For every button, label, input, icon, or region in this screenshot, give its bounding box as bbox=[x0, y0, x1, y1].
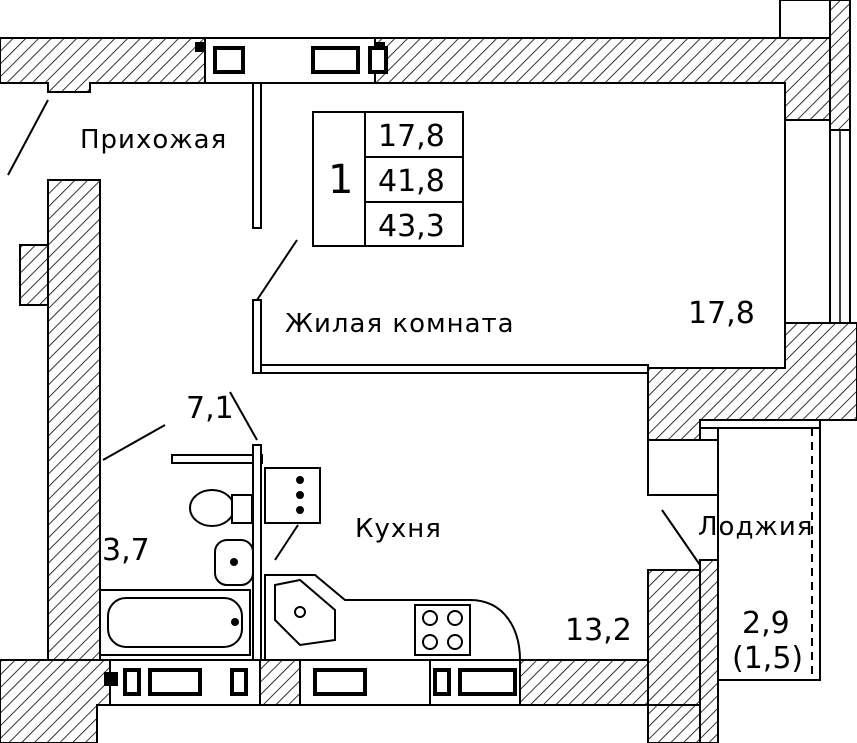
door-loggia bbox=[661, 509, 701, 566]
left-wall bbox=[47, 179, 101, 661]
hall-label: Прихожая bbox=[80, 125, 227, 155]
loggia-area: 2,9 bbox=[742, 606, 790, 641]
living-room-area: 17,8 bbox=[688, 296, 755, 331]
rooms-count: 1 bbox=[328, 157, 353, 203]
hall-area: 7,1 bbox=[186, 391, 234, 426]
window-details bbox=[104, 42, 517, 696]
loggia-wall bbox=[699, 559, 719, 743]
door-living bbox=[256, 239, 298, 301]
living-room-label: Жилая комната bbox=[285, 309, 515, 339]
left-wall-stub bbox=[19, 244, 49, 306]
door-bath bbox=[102, 424, 166, 461]
loggia-frame bbox=[647, 427, 821, 681]
partitions bbox=[171, 82, 821, 661]
partition-hall-upper bbox=[252, 82, 262, 229]
partition-living-left bbox=[252, 299, 262, 374]
loggia-label: Лоджия bbox=[698, 512, 813, 542]
right-wall-upper bbox=[829, 0, 851, 131]
summary-table bbox=[312, 111, 464, 247]
top-wall bbox=[0, 0, 831, 121]
door-entry bbox=[7, 99, 49, 176]
kitchen-area: 13,2 bbox=[565, 613, 632, 648]
toilet bbox=[189, 489, 235, 527]
stove bbox=[264, 467, 321, 524]
loggia-box bbox=[647, 439, 719, 496]
loggia-reduced-area: (1,5) bbox=[732, 641, 803, 676]
partition-bath-right bbox=[252, 444, 262, 661]
kitchen-fixtures bbox=[264, 467, 522, 661]
hob bbox=[414, 604, 471, 656]
partition-loggia-top bbox=[699, 419, 821, 429]
door-bath-2 bbox=[229, 391, 258, 441]
living-area-value: 17,8 bbox=[378, 119, 445, 154]
window-top-2 bbox=[779, 0, 831, 39]
kitchen-label: Кухня bbox=[355, 514, 442, 544]
room-outlines bbox=[261, 82, 786, 368]
partition-bath-top bbox=[171, 454, 263, 464]
total-area-value: 41,8 bbox=[378, 164, 445, 199]
partition-living-bottom bbox=[252, 364, 649, 374]
door-swings bbox=[7, 99, 701, 566]
bathroom-area: 3,7 bbox=[102, 533, 150, 568]
total-with-balcony-value: 43,3 bbox=[378, 209, 445, 244]
bathroom-fixtures bbox=[99, 489, 254, 656]
